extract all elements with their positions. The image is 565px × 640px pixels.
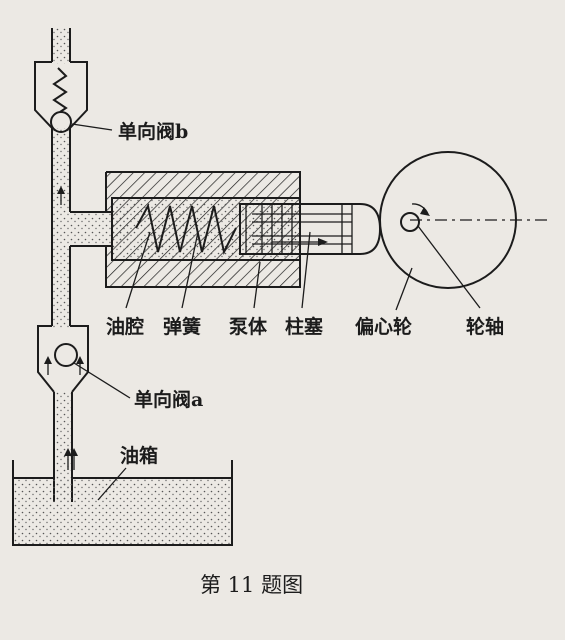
- eccentric-wheel: [379, 151, 548, 289]
- oil-tank: [12, 460, 233, 546]
- pump-body-label: 泵体: [229, 315, 268, 338]
- pump-spring: [135, 203, 237, 255]
- valve-b: [50, 67, 72, 133]
- oil-tank-label: 油箱: [120, 444, 158, 467]
- spring-label: 弹簧: [163, 315, 201, 338]
- eccentric-wheel-label: 偏心轮: [355, 315, 412, 338]
- leader-lines: [71, 123, 481, 501]
- figure-caption: 第 11 题图: [200, 573, 303, 597]
- oil-chamber-label: 油腔: [106, 315, 144, 338]
- valve-a: [54, 343, 78, 367]
- pump-body: [105, 171, 301, 288]
- pipe: [34, 28, 130, 502]
- axle-label: 轮轴: [466, 315, 504, 338]
- plunger-label: 柱塞: [285, 315, 324, 338]
- valve-b-label: 单向阀b: [118, 120, 188, 143]
- valve-a-label: 单向阀a: [134, 388, 203, 411]
